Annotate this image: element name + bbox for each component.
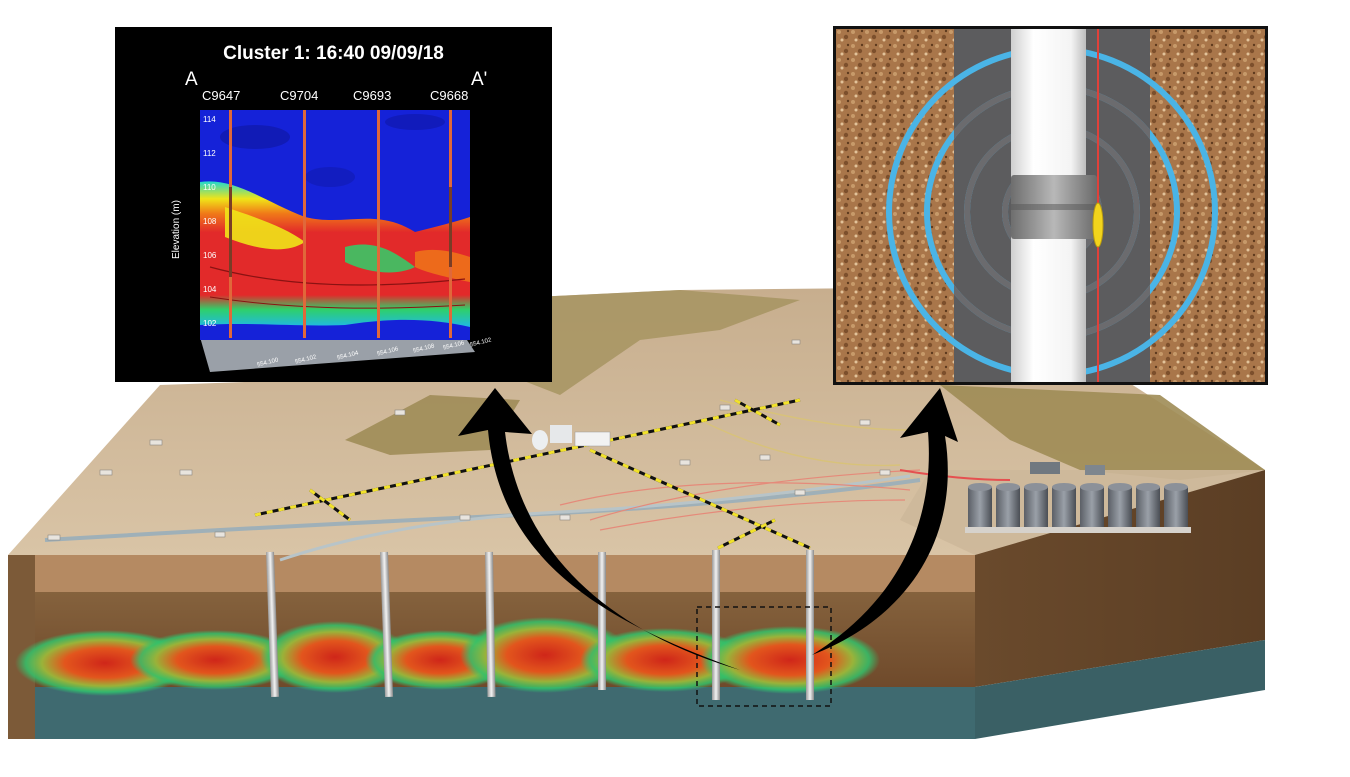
well-label: C9647: [202, 88, 241, 103]
block-side-water: [975, 640, 1265, 739]
y-tick: 106: [203, 251, 217, 260]
grass-patch: [940, 385, 1265, 480]
groundwater-layer: [35, 687, 975, 739]
cross-section-panel: Cluster 1: 16:40 09/09/18 A A' C9647 C97…: [115, 27, 552, 382]
storage-tank-icon: [1136, 483, 1160, 527]
grass-patch: [470, 290, 800, 395]
storage-tank-icon: [996, 483, 1020, 527]
transect-lines: [254, 398, 811, 550]
plume-band: [200, 181, 470, 327]
cross-section-plot: [200, 110, 475, 372]
y-axis-label: Elevation (m): [171, 200, 182, 259]
well-casing-icon: [598, 552, 606, 690]
well-casing-icon: [380, 551, 394, 698]
section-end-label: A': [471, 69, 488, 90]
curved-arrow-left-icon: [458, 388, 740, 670]
y-tick: 114: [203, 115, 216, 124]
y-tick: 112: [203, 149, 216, 158]
monitoring-wells: [266, 550, 832, 707]
section-start-label: A: [185, 69, 198, 90]
storage-tank-icon: [1080, 483, 1104, 527]
well-line: [303, 110, 306, 338]
storage-tanks: [965, 462, 1191, 533]
storage-tank-icon: [1052, 483, 1076, 527]
surface-markers: [47, 339, 891, 541]
well-label: C9693: [353, 88, 392, 103]
plot-base: [200, 337, 475, 372]
block-left-edge: [8, 555, 35, 739]
storage-tank-icon: [1024, 483, 1048, 527]
borehole-detail: [836, 29, 1265, 382]
callout-box: [696, 606, 832, 707]
packer-sensor-icon: [1092, 202, 1104, 248]
y-tick: 102: [203, 319, 217, 328]
well-casing-icon: [266, 551, 280, 698]
block-side: [975, 470, 1265, 687]
well-casing-icon: [806, 550, 814, 700]
well-casing-icon: [712, 550, 720, 700]
y-tick: 104: [203, 285, 217, 294]
well-casing-icon: [485, 551, 496, 698]
grass-patch: [345, 395, 520, 455]
y-tick: 110: [203, 183, 216, 192]
curved-arrow-right-icon: [812, 388, 958, 655]
storage-tank-icon: [1164, 483, 1188, 527]
well-label: C9668: [430, 88, 469, 103]
storage-tank-icon: [968, 483, 992, 527]
well-line: [377, 110, 380, 338]
borehole-detail-panel: [833, 26, 1268, 385]
plot-title: Cluster 1: 16:40 09/09/18: [223, 43, 444, 64]
y-tick: 108: [203, 217, 217, 226]
facility-building: [532, 425, 611, 450]
well-label: C9704: [280, 88, 319, 103]
storage-tank-icon: [1108, 483, 1132, 527]
